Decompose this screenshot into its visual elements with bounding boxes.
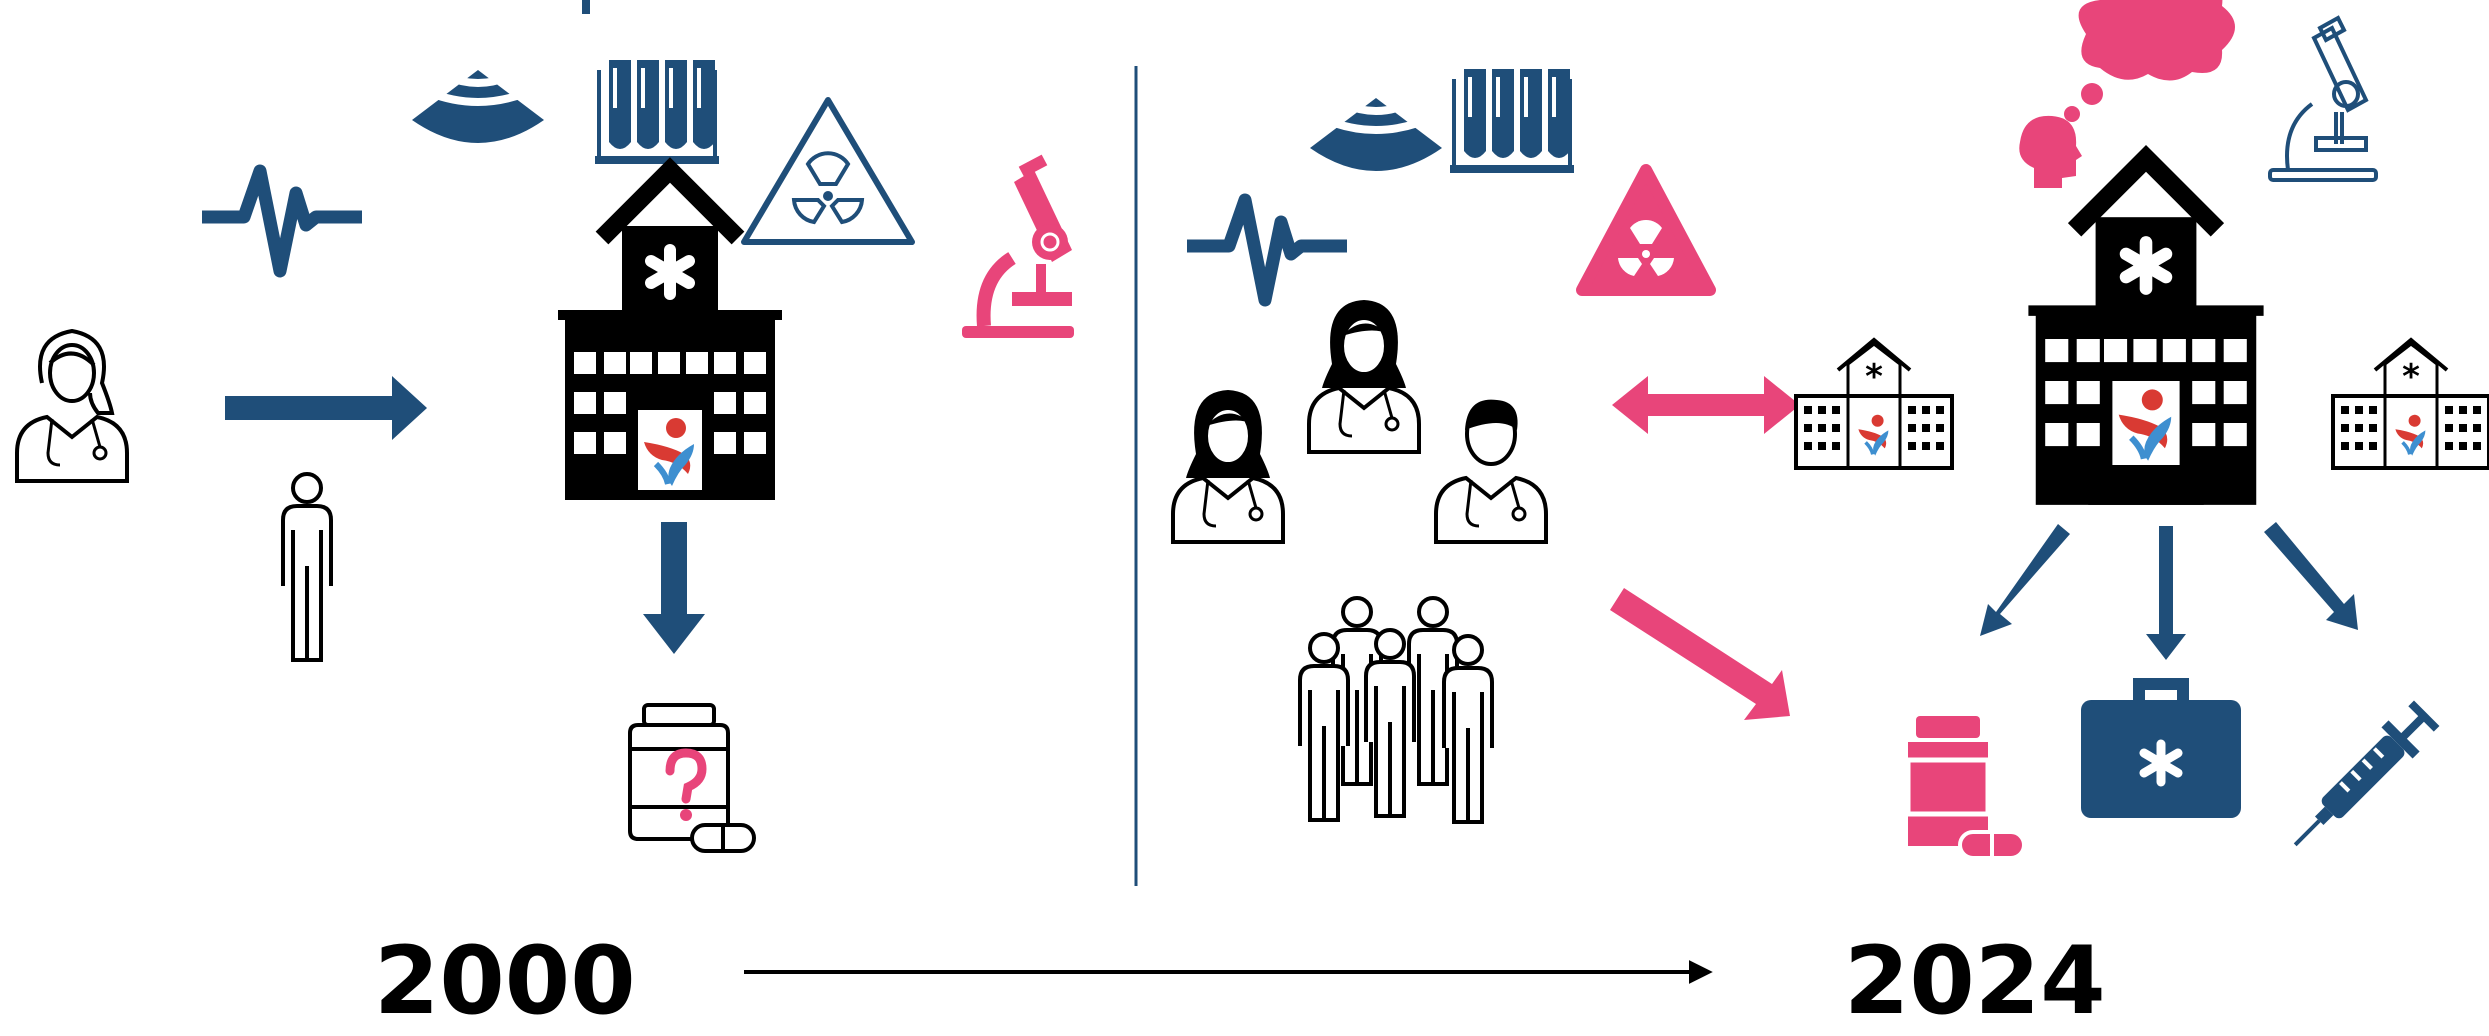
microscope-icon: [2268, 16, 2378, 182]
year-start-label: 2000: [374, 927, 636, 1036]
small-hospital-left-icon: *: [1794, 338, 1954, 470]
small-hospital-right-icon: *: [2331, 338, 2489, 470]
hospital-asterisk: [645, 244, 695, 300]
ultrasound-icon: [412, 70, 544, 143]
radiation-icon: [1582, 170, 1710, 290]
svg-text:*: *: [1865, 357, 1883, 397]
logo-icon: [2112, 381, 2179, 465]
logo-icon: [638, 410, 702, 490]
medical-kit-icon: [2081, 684, 2241, 818]
radiation-icon: [744, 100, 912, 242]
microscope-icon: [962, 155, 1074, 338]
ecg-wave-icon: [202, 171, 362, 271]
patients-group-icon: [1298, 596, 1494, 824]
ultrasound-icon: [1310, 98, 1442, 171]
female-doctor-icon: [15, 329, 129, 483]
hospital-to-treatment-arrow: [643, 522, 705, 654]
test-tubes-icon: [595, 60, 719, 164]
medication-icon: [1908, 716, 2024, 858]
doctor-team-icon: [1171, 298, 1548, 544]
hospital-icon: [2028, 158, 2263, 505]
patient-to-hospital-arrow: [225, 376, 427, 440]
ecg-wave-icon: [1187, 200, 1347, 300]
svg-text:*: *: [2402, 357, 2420, 397]
team-hospital-bidirectional-arrow: [1612, 376, 1800, 434]
hospital-icon: [558, 170, 782, 500]
right-panel-2024: * *: [1171, 0, 2489, 861]
year-end-label: 2024: [1844, 927, 2106, 1036]
medication-question-icon: [630, 705, 754, 851]
patient-icon: [281, 472, 333, 662]
left-panel-2000: [15, 60, 1074, 851]
hospital-asterisk: [2119, 236, 2173, 295]
brain-thinking-icon: [2019, 0, 2235, 188]
cropped-element: [582, 0, 590, 14]
test-tubes-icon: [1450, 69, 1574, 173]
team-to-treatment-arrow: [1610, 588, 1790, 720]
syringe-icon: [2279, 697, 2443, 861]
hospital-to-outputs-arrows: [1980, 522, 2358, 660]
